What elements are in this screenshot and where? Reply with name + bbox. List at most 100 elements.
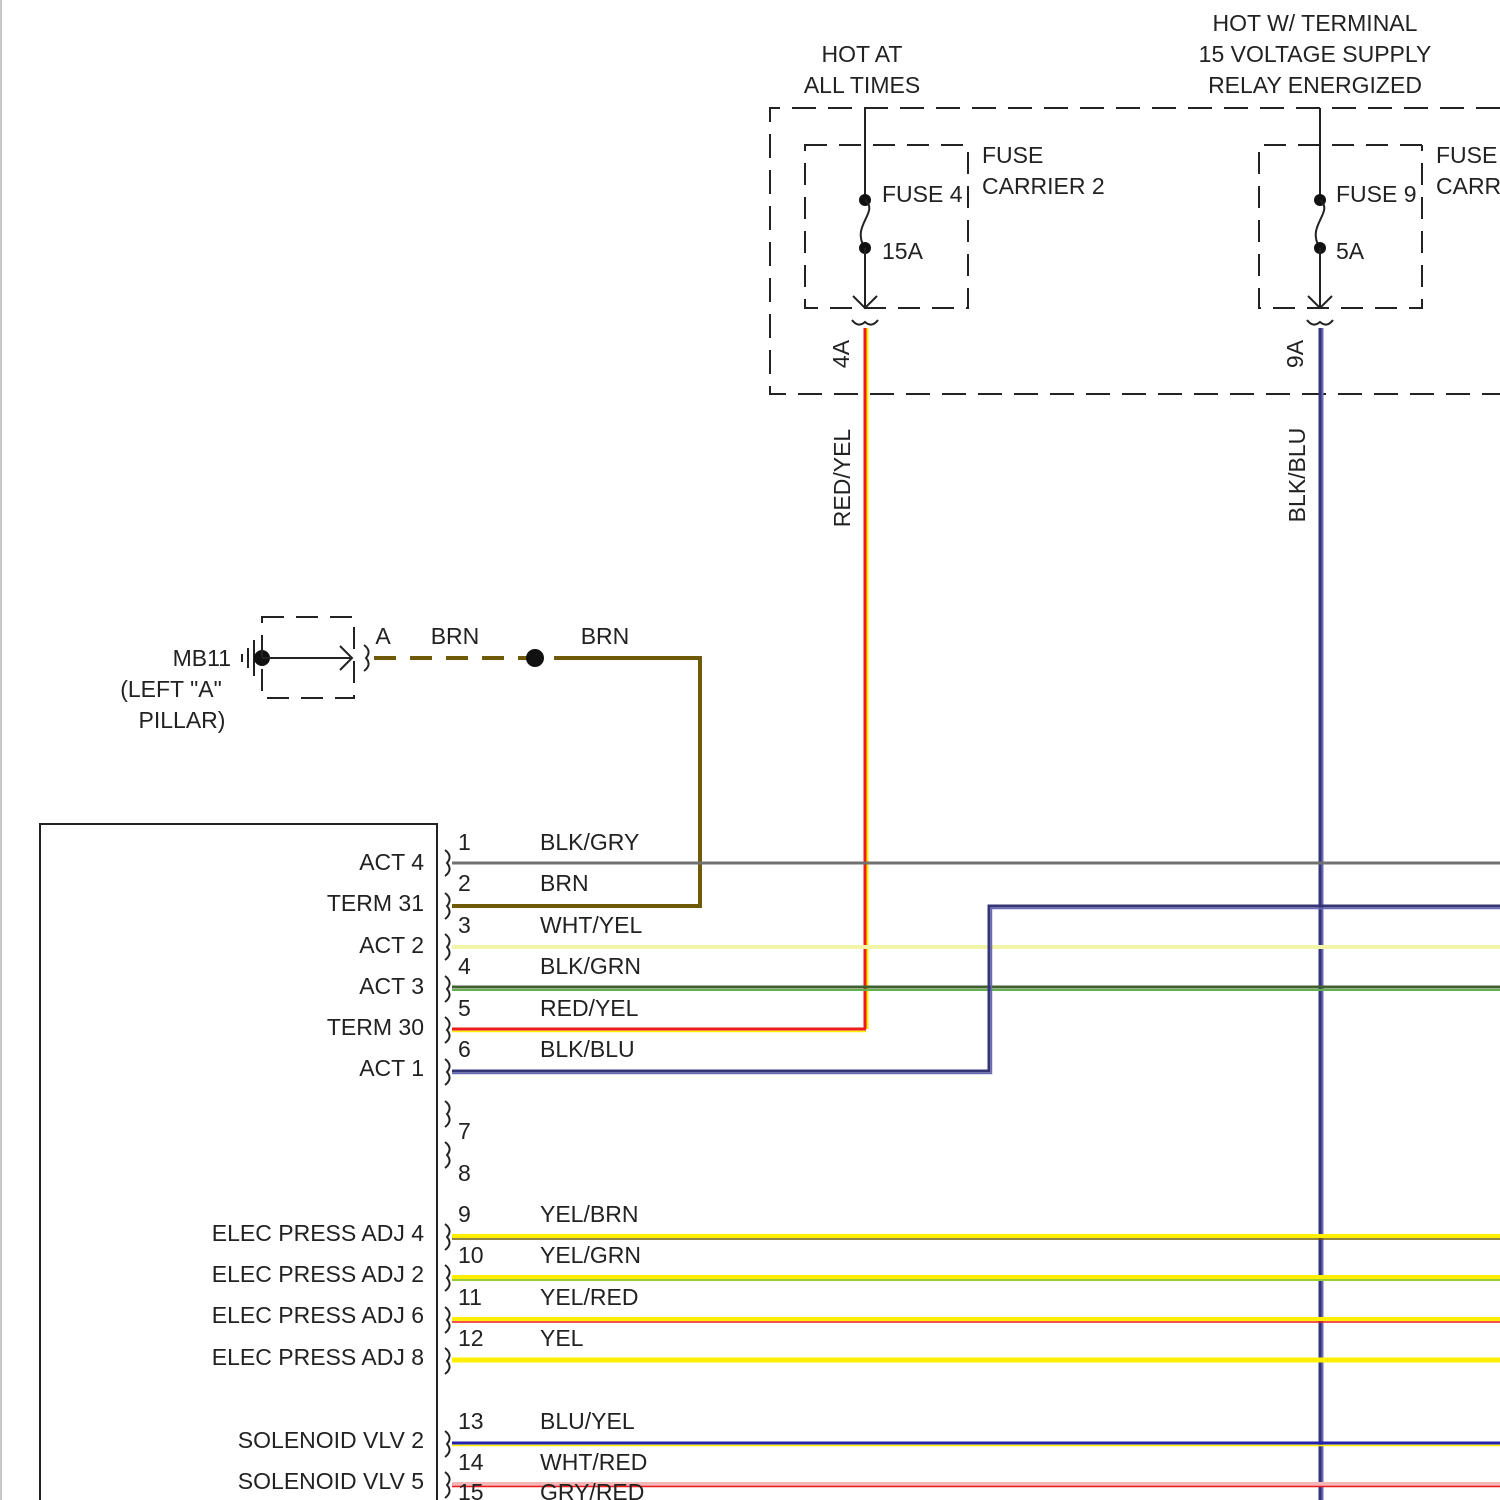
pin-wire-label: YEL (540, 1325, 584, 1351)
wire-blu-yel (452, 1443, 1500, 1446)
pin-connector-icon (445, 1101, 450, 1127)
pin-wire-label: BLK/BLU (540, 1036, 635, 1062)
ground-location-line2: PILLAR) (139, 707, 226, 733)
wire-label-blk-blu: BLK/BLU (1284, 428, 1310, 523)
module-pin-label: ELEC PRESS ADJ 8 (212, 1344, 424, 1370)
wire-label-brn-left: BRN (431, 623, 480, 649)
pin-connector-icon (445, 850, 450, 876)
hot-w-terminal-label-line1: HOT W/ TERMINAL (1213, 10, 1418, 36)
module-pin-label: SOLENOID VLV 5 (238, 1468, 424, 1494)
fuse-box-outline (770, 108, 1500, 394)
hot-w-terminal-label-line3: RELAY ENERGIZED (1208, 72, 1422, 98)
pin-number: 3 (458, 912, 471, 938)
wire-blk-blu-vertical (1320, 328, 1323, 1500)
fuse-9-rating: 5A (1336, 238, 1365, 264)
pin-number: 14 (458, 1449, 484, 1475)
fuse-carrier-2-label-line1: FUSE (982, 142, 1043, 168)
wire-label-brn-right: BRN (581, 623, 630, 649)
pin-wire-label: BRN (540, 870, 589, 896)
pin-number: 7 (458, 1118, 471, 1144)
module-pin-label: ELEC PRESS ADJ 6 (212, 1302, 424, 1328)
module-outline (40, 824, 437, 1500)
connector-9a-icon (1307, 320, 1333, 325)
connector-4a-label: 4A (828, 339, 854, 368)
module-pin-label: TERM 30 (327, 1014, 424, 1040)
pin-connector-icon (445, 1017, 450, 1043)
hot-w-terminal-label-line2: 15 VOLTAGE SUPPLY (1199, 41, 1432, 67)
wire-red-yel-vertical (865, 328, 868, 1029)
pin-number: 5 (458, 995, 471, 1021)
wire-yel-red (452, 1319, 1500, 1322)
pin-connector-icon (445, 1431, 450, 1457)
connector-4a-icon (852, 320, 878, 325)
pin-number: 1 (458, 829, 471, 855)
pin-wire-label: YEL/BRN (540, 1201, 638, 1227)
ground-terminal-label: A (375, 623, 391, 649)
wire-red-yel-horizontal (452, 1029, 866, 1032)
module-pin-label: ELEC PRESS ADJ 4 (212, 1220, 424, 1246)
pin-connector-icon (445, 1472, 450, 1498)
wire-label-red-yel: RED/YEL (829, 429, 855, 528)
module-pin-label: TERM 31 (327, 890, 424, 916)
hot-at-label-line1: HOT AT (822, 41, 903, 67)
pin-connector-icon (445, 1265, 450, 1291)
wire-yel-grn (452, 1277, 1500, 1280)
fuse-carrier-2-label-line2: CARRIER 2 (982, 173, 1105, 199)
connector-9a-label: 9A (1282, 339, 1308, 368)
module-pin-label: ELEC PRESS ADJ 2 (212, 1261, 424, 1287)
pin-connector-icon (445, 1224, 450, 1250)
pin-connector-icon (445, 934, 450, 960)
module-pin-label: ACT 2 (359, 932, 424, 958)
fuse-carrier-2-outline (805, 145, 968, 308)
module-pin-label: ACT 1 (359, 1055, 424, 1081)
pin-wire-label: GRY/RED (540, 1479, 644, 1500)
fuse-9-name: FUSE 9 (1336, 181, 1417, 207)
wire-yel-brn (452, 1236, 1500, 1239)
pin-wire-label: BLU/YEL (540, 1408, 635, 1434)
pin-number: 10 (458, 1242, 484, 1268)
pin-wire-label: BLK/GRN (540, 953, 641, 979)
wire-brn-solid (452, 658, 700, 906)
pin-wire-label: WHT/YEL (540, 912, 642, 938)
pin-wire-label: BLK/GRY (540, 829, 639, 855)
pin-number: 9 (458, 1201, 471, 1227)
pin-wire-label: RED/YEL (540, 995, 639, 1021)
module-pin-label: ACT 3 (359, 973, 424, 999)
pin-number: 8 (458, 1160, 471, 1186)
pin-wire-label: YEL/GRN (540, 1242, 641, 1268)
pin-connector-icon (445, 976, 450, 1002)
pin-connector-icon (445, 1348, 450, 1374)
module-pin-label: ACT 4 (359, 849, 424, 875)
wire-blk-grn (452, 987, 1500, 990)
fuse-4-rating: 15A (882, 238, 924, 264)
pin-connector-icon (445, 1059, 450, 1085)
fuse-4-name: FUSE 4 (882, 181, 963, 207)
pin-connectors (445, 850, 450, 1500)
fuse-carrier-right-label-line1: FUSE (1436, 142, 1497, 168)
pin-number: 13 (458, 1408, 484, 1434)
pin-number: 2 (458, 870, 471, 896)
pin-wire-label: YEL/RED (540, 1284, 638, 1310)
pin-connector-icon (445, 893, 450, 919)
pin-number: 15 (458, 1479, 484, 1500)
ground-location-line1: (LEFT "A" (120, 676, 222, 702)
fuse-9-icon (1316, 200, 1325, 248)
fuse-carrier-right-outline (1259, 145, 1422, 308)
fuse-4-icon (861, 200, 870, 248)
ground-connector-a-icon (364, 645, 369, 671)
pin-connector-icon (445, 1307, 450, 1333)
pin-number: 6 (458, 1036, 471, 1062)
ground-name: MB11 (173, 645, 231, 671)
hot-at-label-line2: ALL TIMES (804, 72, 920, 98)
pin-number: 4 (458, 953, 471, 979)
pin-number: 12 (458, 1325, 484, 1351)
fuse-carrier-right-label-line2: CARR (1436, 173, 1500, 199)
splice-dot (526, 649, 544, 667)
pin-connector-icon (445, 1142, 450, 1168)
module-pin-label: SOLENOID VLV 2 (238, 1427, 424, 1453)
pin-number: 11 (458, 1284, 482, 1310)
pin-wire-label: WHT/RED (540, 1449, 647, 1475)
